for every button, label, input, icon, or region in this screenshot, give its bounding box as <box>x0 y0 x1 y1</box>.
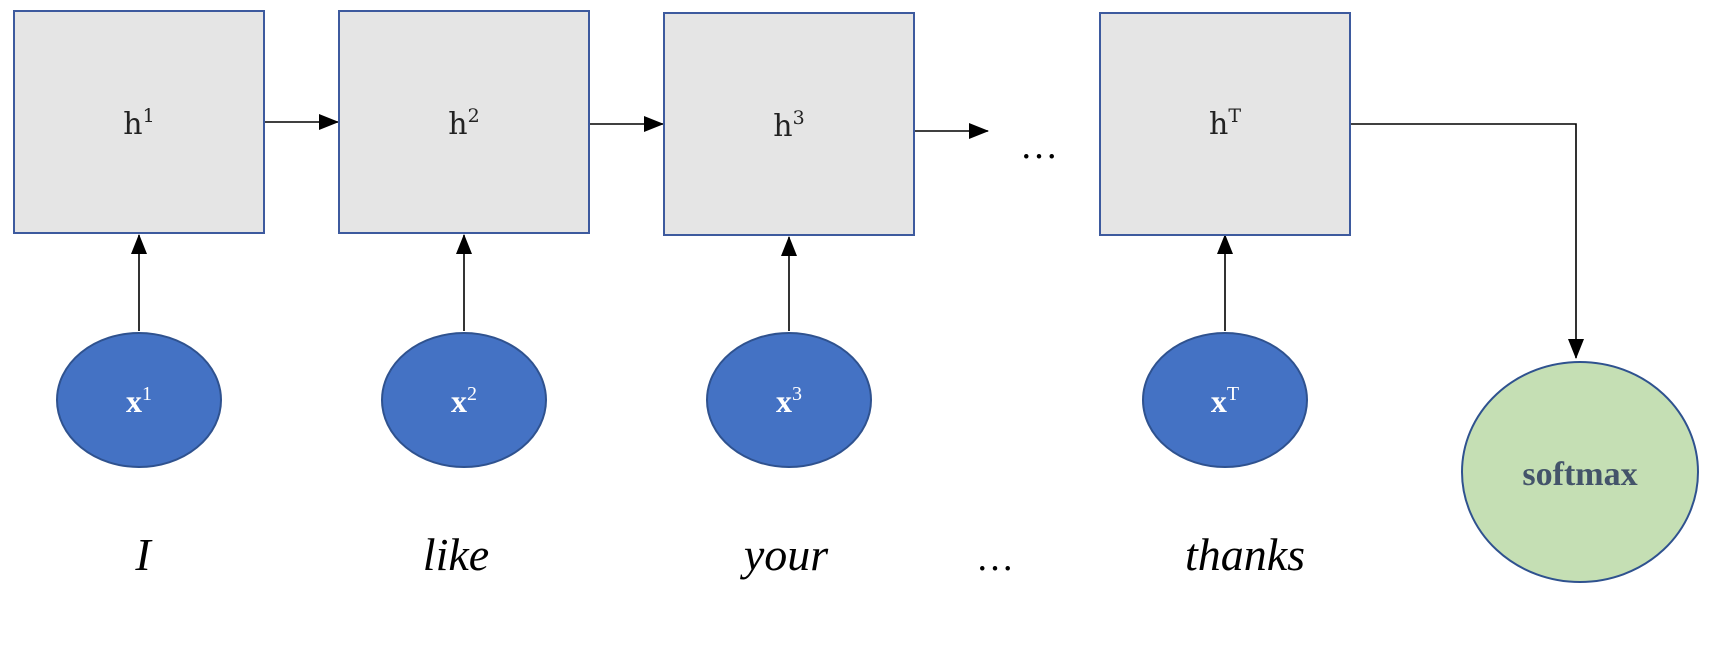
svg-text:h2: h2 <box>448 105 479 142</box>
word-T: thanks <box>1185 529 1305 580</box>
input-node-T: xT <box>1142 332 1308 468</box>
svg-text:h1: h1 <box>123 105 154 142</box>
word-3: your <box>740 529 829 580</box>
input-node-2: x2 <box>381 332 547 468</box>
hidden-state-1: h1 <box>13 10 265 234</box>
svg-text:x3: x3 <box>776 383 802 419</box>
word-1: I <box>134 529 153 580</box>
word-2: like <box>423 529 489 580</box>
ellipsis-top: … <box>1020 125 1058 167</box>
svg-text:x1: x1 <box>126 383 152 419</box>
ellipsis-bottom: … <box>976 537 1014 579</box>
hidden-state-2: h2 <box>338 10 590 234</box>
hidden-state-T: hT <box>1099 12 1351 236</box>
svg-text:x2: x2 <box>451 383 477 419</box>
svg-text:h3: h3 <box>773 107 804 144</box>
svg-text:hT: hT <box>1209 105 1241 142</box>
input-node-3: x3 <box>706 332 872 468</box>
svg-text:xT: xT <box>1211 383 1239 419</box>
softmax-node: softmax <box>1461 361 1699 583</box>
edge-hT-softmax <box>1350 123 1584 359</box>
hidden-state-3: h3 <box>663 12 915 236</box>
input-node-1: x1 <box>56 332 222 468</box>
svg-text:softmax: softmax <box>1522 456 1637 493</box>
